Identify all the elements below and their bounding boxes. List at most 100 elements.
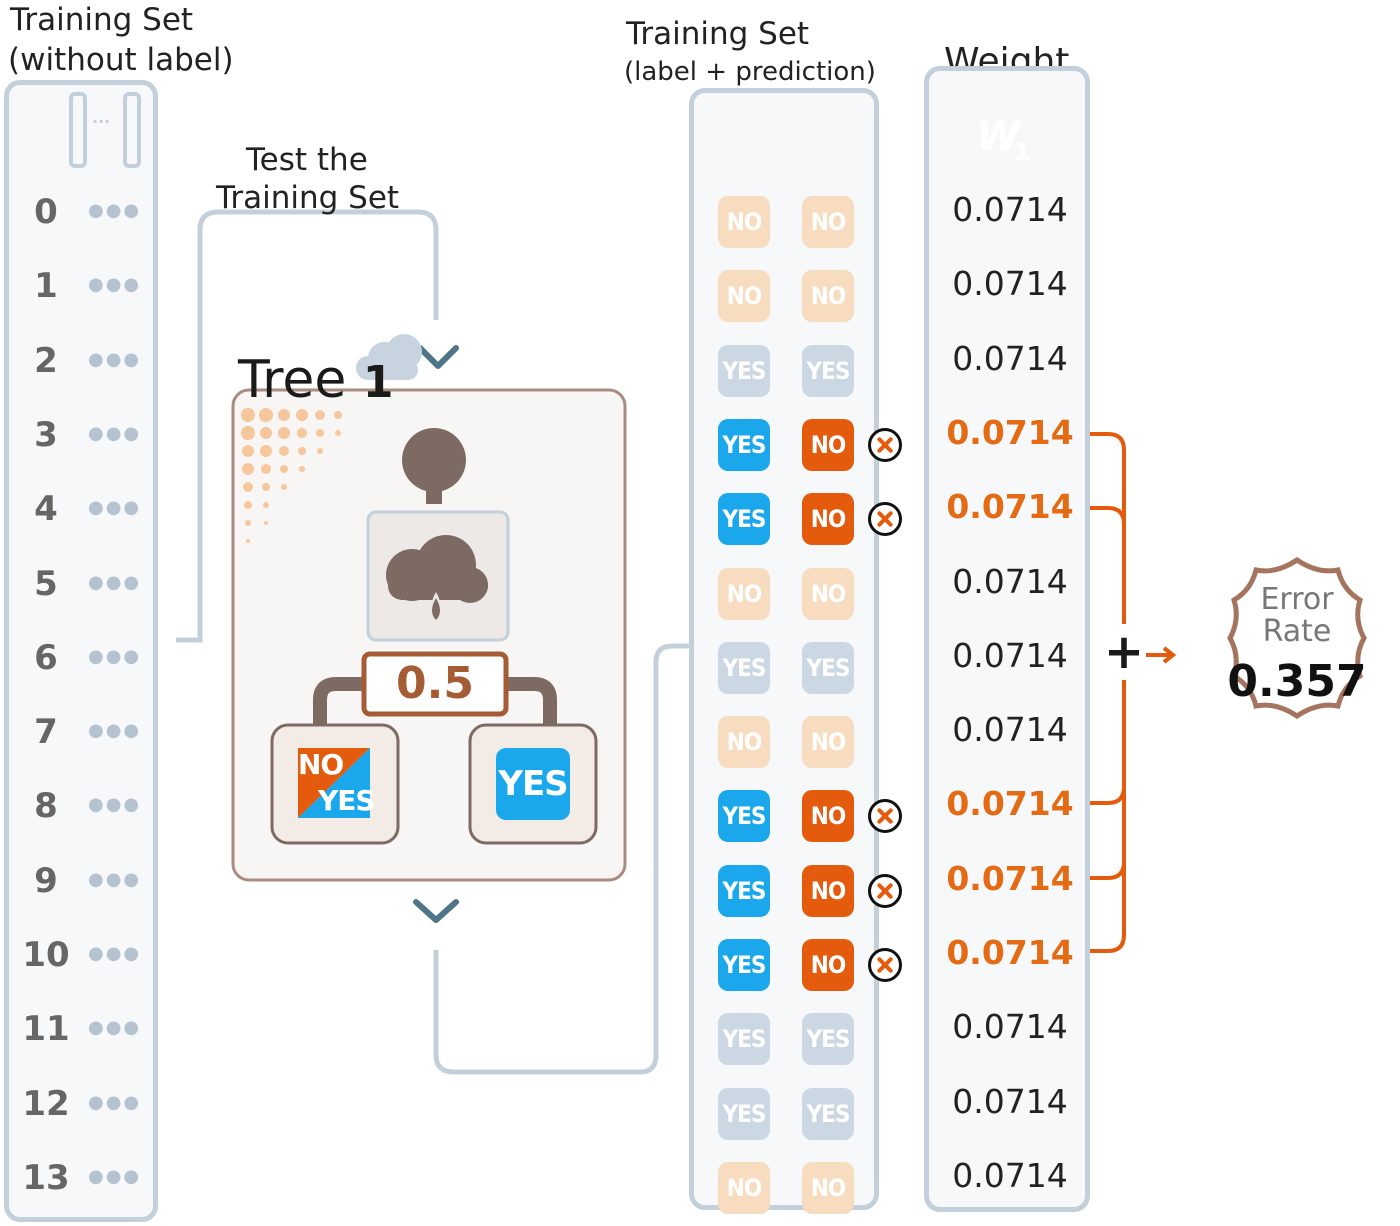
label-badge: NO [718, 567, 770, 620]
prediction-badge: YES [802, 1013, 854, 1066]
row-index: 6 [34, 637, 58, 678]
column-ellipsis: ··· [92, 112, 111, 131]
prediction-badge: NO [802, 196, 854, 248]
row-index: 10 [22, 935, 70, 975]
connector-to-tree [176, 209, 439, 643]
weight-value: 0.0714 [946, 784, 1074, 824]
error-bracket [1080, 432, 1177, 953]
rain-cloud-icon [386, 535, 488, 620]
left-panel-subtitle: (without label) [8, 42, 234, 78]
weight-value: 0.0714 [952, 338, 1068, 378]
row-ellipsis-icon: ●●● [88, 200, 142, 221]
label-badge: YES [718, 939, 770, 991]
prediction-badge: NO [802, 790, 854, 843]
row-index: 9 [34, 860, 58, 901]
row-index: 12 [22, 1083, 70, 1124]
leaf-yes-half [298, 748, 370, 818]
test-label-line1: Test the [246, 142, 368, 178]
row-ellipsis-icon: ●●● [88, 348, 142, 370]
row-index: 13 [22, 1157, 70, 1198]
chevron-down-icon [417, 345, 459, 369]
weight-value: 0.0714 [952, 1007, 1068, 1047]
row-ellipsis-icon: ●●● [88, 868, 142, 890]
right-leaf-text: YES [498, 764, 568, 804]
error-rate-badge [1227, 556, 1367, 720]
leaf-yes-badge [496, 748, 570, 820]
error-rate-value: 0.357 [1227, 656, 1367, 707]
column-header-bar [123, 92, 141, 168]
label-badge: YES [718, 344, 770, 397]
row-index: 5 [34, 563, 58, 604]
row-ellipsis-icon: ●●● [88, 1017, 142, 1039]
row-ellipsis-icon: ●●● [88, 943, 142, 964]
prediction-badge: NO [802, 493, 854, 546]
row-index: 0 [34, 192, 58, 232]
weight-value: 0.0714 [946, 412, 1074, 452]
weight-icon-sub: 1 [1014, 138, 1031, 166]
row-ellipsis-icon: ●●● [88, 1165, 142, 1187]
label-badge: YES [718, 1087, 770, 1140]
row-ellipsis-icon: ●●● [88, 571, 142, 593]
row-ellipsis-icon: ●●● [88, 1091, 142, 1113]
prediction-badge: NO [802, 939, 854, 991]
row-index: 3 [34, 414, 58, 455]
prediction-panel-title: Training Set [626, 16, 810, 52]
row-ellipsis-icon: ●●● [88, 794, 142, 816]
row-ellipsis-icon: ●●● [88, 497, 142, 519]
row-index: 1 [34, 266, 58, 307]
weight-value: 0.0714 [952, 710, 1068, 750]
weight-value: 0.0714 [952, 1081, 1068, 1121]
label-badge: YES [718, 418, 770, 471]
label-badge: YES [718, 641, 770, 694]
cloud-icon [356, 334, 422, 380]
weight-value: 0.0714 [952, 264, 1068, 304]
error-x-icon [868, 427, 902, 462]
prediction-badge: NO [802, 864, 854, 917]
row-ellipsis-icon: ●●● [88, 720, 142, 742]
prediction-badge: YES [802, 1087, 854, 1140]
error-rate-label-line2: Rate [1262, 614, 1332, 649]
row-index: 8 [34, 786, 58, 827]
weight-value: 0.0714 [946, 933, 1074, 972]
dot-pattern-decoration [241, 408, 342, 543]
tree-title-text: Tree [238, 350, 347, 410]
prediction-badge: NO [802, 270, 854, 323]
row-ellipsis-icon: ●●● [88, 422, 142, 444]
right-branch [506, 677, 557, 725]
weight-value: 0.0714 [952, 190, 1068, 229]
prediction-badge: NO [802, 567, 854, 620]
leaf-yes-text: YES [318, 784, 376, 817]
column-header-bar [69, 92, 87, 168]
row-index: 2 [34, 340, 58, 381]
prediction-panel-subtitle: (label + prediction) [624, 57, 876, 87]
row-index: 7 [34, 712, 58, 753]
error-x-icon [868, 948, 902, 982]
label-badge: YES [718, 493, 770, 546]
weight-value: 0.0714 [952, 1155, 1068, 1195]
sum-symbol: + [1102, 624, 1146, 680]
threshold-box [361, 651, 509, 717]
weight-icon-letter: W [976, 114, 1021, 160]
label-badge: YES [718, 790, 770, 843]
weight-value: 0.0714 [946, 858, 1074, 898]
prediction-badge: YES [802, 641, 854, 694]
leaf-no-text: NO [298, 748, 344, 781]
weight-value: 0.0714 [952, 561, 1068, 601]
tree-number: 1 [362, 357, 394, 408]
row-ellipsis-icon: ●●● [88, 645, 142, 667]
weight-value: 0.0714 [952, 635, 1068, 675]
feature-head-icon [402, 428, 466, 504]
error-x-icon [868, 873, 902, 908]
prediction-badge: NO [802, 1161, 854, 1214]
threshold-value: 0.5 [396, 658, 474, 709]
left-panel-title: Training Set [10, 2, 194, 38]
connector-to-predictions [433, 643, 692, 1075]
prediction-badge: NO [802, 418, 854, 471]
weight-value: 0.0714 [946, 487, 1074, 527]
row-ellipsis-icon: ●●● [88, 274, 142, 296]
test-label-line2: Training Set [216, 180, 400, 216]
error-x-icon [868, 502, 902, 537]
label-badge: YES [718, 864, 770, 917]
left-branch [313, 677, 366, 725]
chevron-down-icon [413, 899, 459, 923]
